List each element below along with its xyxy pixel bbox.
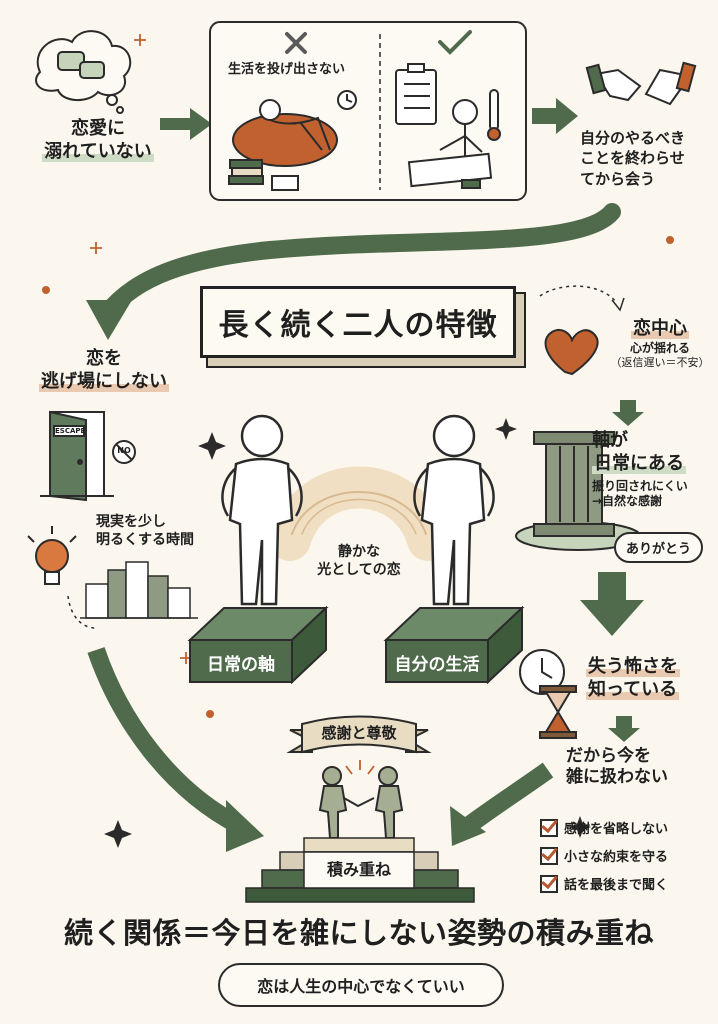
reality-label-line1: 現実を少し (96, 514, 166, 530)
escape-label-line2: 逃げ場にしない (39, 370, 169, 392)
escape-label: 恋を 逃げ場にしない (22, 348, 186, 393)
axis-label: 軸が 日常にある 振り回されにくい →自然な感謝 (592, 430, 712, 509)
light-label: 静かな 光としての恋 (300, 544, 418, 579)
clock-icon (519, 649, 565, 695)
light-label-line1: 静かな (338, 544, 380, 560)
handshake-people-illustration (318, 766, 404, 839)
bad-caption: 生活を投げ出さない (228, 62, 346, 77)
fear-label-line1: 失う怖さを (586, 656, 680, 677)
start-label: 恋愛に 溺れていない (38, 118, 158, 163)
checklist-item-label: 感謝を省略しない (564, 822, 669, 837)
lazy-person-illustration (228, 90, 357, 191)
door-sign: ESCAPE (55, 427, 86, 435)
checkbox-icon (540, 874, 558, 893)
checkbox-icon (540, 846, 558, 865)
figure-right (413, 414, 495, 606)
checklist: 感謝を省略しない 小さな約束を守る 話を最後まで聞く (540, 818, 716, 902)
footer-headline: 続く関係＝今日を雑にしない姿勢の積み重ね (63, 916, 654, 950)
careful-label: だから今を 雑に扱わない (566, 746, 716, 789)
handshake-icon (585, 61, 697, 106)
working-person-illustration (395, 63, 501, 189)
pedestal-left (187, 605, 329, 685)
fear-label: 失う怖さを 知っている (586, 656, 714, 701)
arrow-right-2 (532, 98, 578, 134)
careful-label-line1: だから今を (566, 746, 651, 766)
cross-icon (285, 32, 307, 54)
city-skyline-illustration (80, 561, 198, 619)
hourglass-icon (539, 685, 577, 739)
arrow-down-right (580, 572, 644, 636)
checklist-item: 話を最後まで聞く (540, 874, 716, 893)
pillar-illustration (515, 431, 641, 551)
axis-label-line2: 日常にある (592, 452, 686, 474)
pedestal-right (383, 605, 525, 685)
reality-label-line2: 明るくする時間 (96, 531, 194, 548)
start-label-line2: 溺れていない (42, 140, 154, 162)
escape-label-line1: 恋を (86, 348, 122, 369)
thanks-bubble: ありがとう (614, 532, 704, 563)
light-arc (269, 466, 449, 561)
escape-door-illustration (40, 410, 136, 502)
curved-arrow-down-left (99, 203, 621, 321)
footer-pill: 恋は人生の中心でなくていい (218, 963, 504, 1007)
stack-label: 積み重ね (326, 860, 391, 879)
checklist-item-label: 小さな約束を守る (564, 850, 669, 865)
checklist-item-label: 話を最後まで聞く (564, 878, 669, 893)
axis-desc2: →自然な感謝 (592, 494, 663, 508)
right-label-line3: てから会う (580, 169, 656, 188)
right-label: 自分のやるべき ことを終わらせ てから会う (580, 128, 716, 189)
love-center-desc1: 心が揺れる (629, 340, 690, 355)
checkbox-icon (540, 818, 558, 837)
reality-label: 現実を少し 明るくする時間 (96, 514, 236, 549)
arrow-down-right-2 (87, 647, 245, 835)
heart-icon (544, 328, 599, 376)
main-title: 長く続く二人の特徴 (200, 286, 516, 358)
pedestal-right-label: 自分の生活 (394, 655, 480, 675)
lightbulb-icon (27, 526, 77, 585)
love-center-desc2: （返信遅い＝不安） (610, 355, 710, 369)
checklist-item: 感謝を省略しない (540, 818, 716, 837)
love-center-title: 恋中心 (631, 318, 689, 339)
love-center-label: 恋中心 心が揺れる （返信遅い＝不安） (604, 318, 716, 369)
arrow-right-1 (160, 108, 212, 140)
check-icon (438, 30, 472, 55)
light-label-line2: 光としての恋 (317, 561, 401, 578)
right-label-line2: ことを終わらせ (580, 149, 685, 168)
no-sign: NO (117, 446, 131, 455)
banner-label: 感謝と尊敬 (321, 724, 397, 742)
axis-desc1: 振り回されにくい (592, 479, 688, 493)
checklist-item: 小さな約束を守る (540, 846, 716, 865)
right-label-line1: 自分のやるべき (580, 129, 686, 147)
start-label-line1: 恋愛に (71, 118, 125, 139)
pedestal-left-label: 日常の軸 (207, 655, 275, 675)
arrow-down-left-2 (462, 762, 554, 834)
careful-label-line2: 雑に扱わない (566, 767, 668, 788)
axis-label-line1: 軸が (592, 430, 628, 451)
stacked-bricks (245, 837, 475, 903)
fear-label-line2: 知っている (586, 678, 680, 700)
figure-left (221, 414, 303, 606)
thought-cloud-icon (35, 30, 132, 114)
banner-ribbon (286, 715, 432, 754)
